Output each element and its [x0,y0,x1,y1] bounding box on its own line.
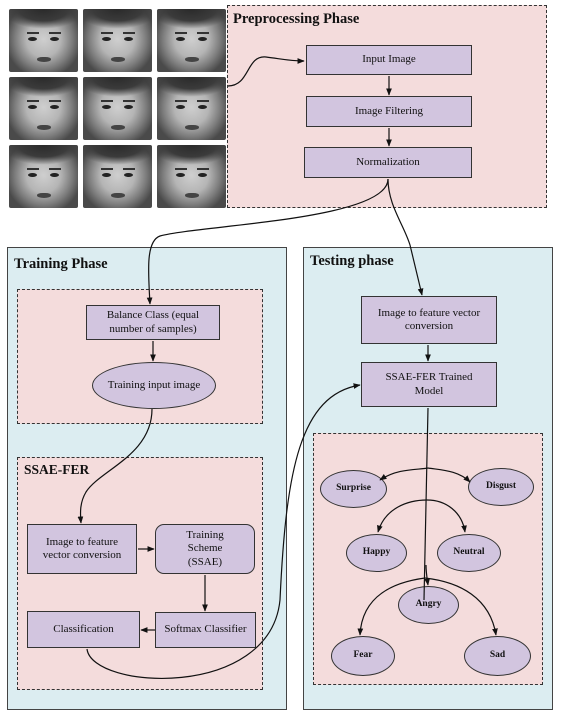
testing-phase-title: Testing phase [310,253,394,269]
softmax-classifier-box: Softmax Classifier [155,612,256,648]
face-image [157,9,226,72]
neutral-ellipse: Neutral [437,534,501,572]
disgust-ellipse: Disgust [468,468,534,506]
sad-ellipse: Sad [464,636,531,676]
ssae-fer-title: SSAE-FER [24,462,90,477]
fear-ellipse: Fear [331,636,395,676]
face-image [9,77,78,140]
face-image [83,77,152,140]
angry-ellipse: Angry [398,586,459,624]
face-image [157,77,226,140]
face-image [9,145,78,208]
classification-box: Classification [27,611,140,648]
face-image [9,9,78,72]
training-phase-title: Training Phase [14,256,108,272]
happy-ellipse: Happy [346,534,407,572]
preprocessing-phase-title: Preprocessing Phase [233,11,360,27]
image-filtering-box: Image Filtering [306,96,472,127]
input-image-box: Input Image [306,45,472,75]
balance-class-box: Balance Class (equal number of samples) [86,305,220,340]
face-image [157,145,226,208]
ssae-fer-trained-model-box: SSAE-FER Trained Model [361,362,497,407]
training-input-image-ellipse: Training input image [92,362,216,409]
surprise-ellipse: Surprise [320,470,387,508]
training-image-to-feature-box: Image to feature vector conversion [27,524,137,574]
face-image [83,145,152,208]
face-image [83,9,152,72]
training-scheme-box: Training Scheme (SSAE) [155,524,255,574]
face-image-grid [9,9,227,211]
testing-image-to-feature-box: Image to feature vector conversion [361,296,497,344]
normalization-box: Normalization [304,147,472,178]
